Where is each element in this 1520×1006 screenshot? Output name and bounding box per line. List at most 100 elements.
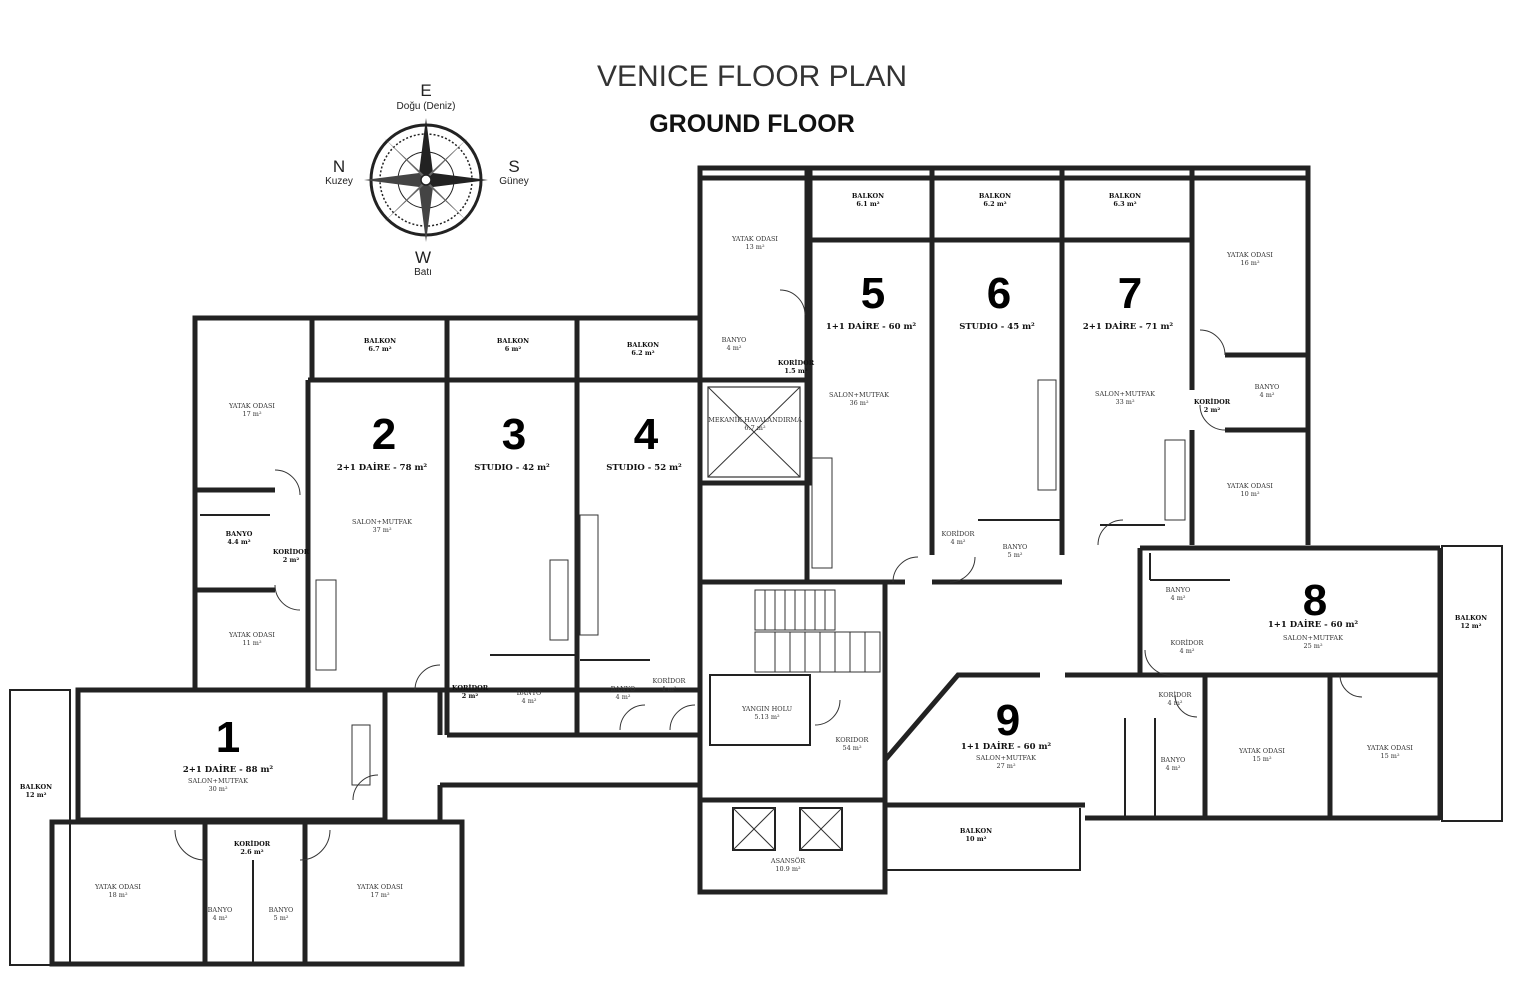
door: [1199, 329, 1226, 356]
fixture: [799, 807, 843, 851]
fixture: [811, 457, 833, 569]
door: [174, 829, 206, 861]
fixture: [351, 724, 371, 786]
room-name: YATAK ODASI: [1238, 747, 1285, 755]
room-name: KORİDOR: [1194, 397, 1231, 406]
compass-needle-north: [364, 173, 426, 187]
room-area: 6.3 m²: [1113, 200, 1136, 208]
room-name: BANYO: [269, 906, 294, 914]
room-name: SALON+MUTFAK: [352, 518, 412, 526]
room-name: BALKON: [979, 192, 1011, 200]
room-area: 4 m²: [522, 697, 537, 705]
room-name: SALON+MUTFAK: [829, 391, 889, 399]
unit-5-type: 1+1 DAİRE - 60 m²: [826, 319, 917, 332]
door: [949, 556, 976, 583]
fixture: [707, 386, 801, 478]
room-area: 6.2 m²: [631, 349, 654, 357]
room-name: SALON+MUTFAK: [976, 754, 1036, 762]
door: [1199, 404, 1226, 431]
compass-west-letter: W: [415, 248, 431, 267]
walls-left-wing: [9, 315, 703, 967]
room-name: SALON+MUTFAK: [1095, 390, 1155, 398]
unit-1-type: 2+1 DAİRE - 88 m²: [183, 762, 274, 775]
door-swings: [174, 289, 1363, 861]
door: [779, 289, 806, 316]
room-area: 6.2 m²: [983, 200, 1006, 208]
room-area: 54 m²: [842, 744, 862, 752]
room-name: BALKON: [1109, 192, 1141, 200]
staircase: [754, 589, 881, 673]
room-name: KORİDOR: [778, 358, 815, 367]
unit-2-type: 2+1 DAİRE - 78 m²: [337, 460, 428, 473]
compass-east-letter: E: [420, 81, 431, 100]
walls-right-bottom: [882, 545, 1503, 871]
door: [1097, 519, 1124, 546]
wall: [882, 672, 1040, 805]
walls-right-top: [315, 165, 1311, 786]
plan-title: VENICE FLOOR PLAN: [597, 60, 907, 93]
door: [814, 699, 841, 726]
room-area: 10 m²: [965, 835, 986, 843]
room-name: ASANSÖR: [770, 856, 806, 865]
door: [352, 774, 379, 801]
door: [299, 829, 331, 861]
room-area: 4 m²: [951, 538, 966, 546]
room-area: 10.9 m²: [775, 865, 801, 873]
room-name: KORİDOR: [1171, 638, 1205, 647]
room-area: 4 m²: [213, 914, 228, 922]
compass-needle-diag4: [422, 176, 468, 222]
room-area: 4 m²: [1260, 391, 1275, 399]
room-area: 5.13 m²: [754, 713, 780, 721]
room-name: KORİDOR: [942, 529, 976, 538]
unit-6-number: 6: [987, 269, 1011, 318]
unit-8-type: 1+1 DAİRE - 60 m²: [1268, 617, 1359, 630]
unit-5-number: 5: [861, 269, 885, 318]
unit-7-number: 7: [1118, 269, 1142, 318]
room-name: SALON+MUTFAK: [1283, 634, 1343, 642]
room-area: 2 m²: [283, 556, 300, 564]
door: [274, 469, 301, 496]
room-area: 37 m²: [372, 526, 392, 534]
room-area: 17 m²: [242, 410, 262, 418]
unit-4-type: STUDIO - 52 m²: [606, 463, 682, 473]
room-name: BANYO: [722, 336, 747, 344]
elevator-shaft-2: [799, 807, 843, 851]
unit-2-number: 2: [372, 410, 396, 459]
room-name: BALKON: [627, 341, 659, 349]
room-name: KORİDOR: [273, 547, 310, 556]
room-area: 30 m²: [208, 785, 228, 793]
room-area: 1.5 m²: [784, 367, 807, 375]
wall: [697, 165, 1311, 181]
room-area: 4 m²: [616, 693, 631, 701]
unit-6-type: STUDIO - 45 m²: [959, 322, 1035, 332]
room-name: MEKANİK HAVALANDIRMA: [708, 415, 802, 424]
room-area: 4 m²: [662, 685, 677, 693]
room-name: YATAK ODASI: [1366, 744, 1413, 752]
room-area: 4.4 m²: [227, 538, 250, 546]
room-area: 36 m²: [849, 399, 869, 407]
room-name: YATAK ODASI: [228, 402, 275, 410]
compass-rose: E Doğu (Deniz) N Kuzey S Güney W Batı: [325, 81, 529, 278]
room-name: BALKON: [1455, 614, 1487, 622]
room-area: 16 m²: [1240, 259, 1260, 267]
compass-needle-west: [419, 180, 433, 242]
compass-north-letter: N: [333, 157, 345, 176]
compass-needle-diag1: [384, 138, 430, 184]
room-name: YANGIN HOLU: [741, 705, 793, 713]
room-name: YATAK ODASI: [228, 631, 275, 639]
fixture: [315, 579, 337, 671]
room-name: KORİDOR: [1159, 690, 1193, 699]
room-area: 6.7 m²: [744, 424, 766, 432]
room-name: YATAK ODASI: [1226, 482, 1273, 490]
unit-4-number: 4: [634, 410, 659, 459]
compass-west-label: Batı: [414, 267, 432, 278]
room-area: 12 m²: [25, 791, 46, 799]
compass-needle-east: [419, 118, 433, 180]
room-area: 6.7 m²: [368, 345, 391, 353]
room-name: BANYO: [226, 530, 253, 538]
compass-needle-diag3: [384, 176, 430, 222]
room-area: 4 m²: [1168, 699, 1183, 707]
compass-south-letter: S: [508, 157, 519, 176]
room-area: 11 m²: [242, 639, 262, 647]
fixture: [1164, 439, 1186, 521]
